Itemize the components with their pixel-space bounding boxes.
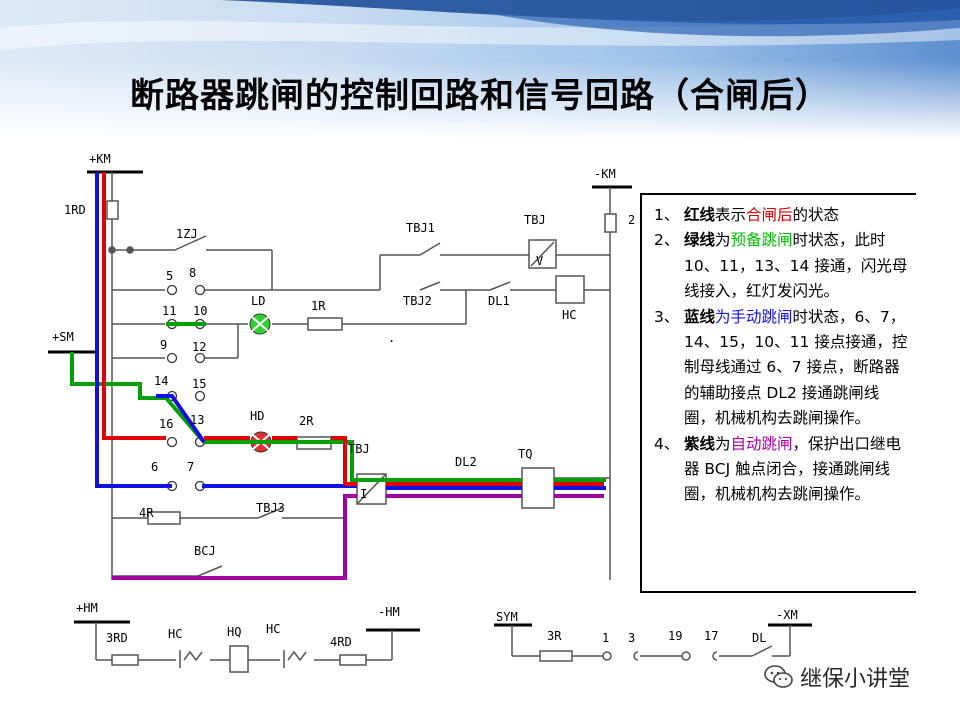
label-10: 10 <box>193 304 207 318</box>
label-2rd: 2 <box>628 213 635 227</box>
note-2-num: 2、 <box>654 231 680 250</box>
base-wiring <box>111 172 611 580</box>
label-5: 5 <box>166 269 173 283</box>
label-tbj: TBJ <box>524 213 546 227</box>
label-hc-a: HC <box>168 627 182 641</box>
note-4-text-a: 为 <box>715 434 731 453</box>
label-s17: 17 <box>704 629 718 643</box>
label-s1: 1 <box>602 631 609 645</box>
label-3rd: 3RD <box>106 631 128 645</box>
header-banner <box>0 0 960 140</box>
label-tbj3: TBJ3 <box>256 501 285 515</box>
note-4-num: 4、 <box>654 434 680 453</box>
note-2-text-b: 时状态，此时 10、11，13、14 接通，闪光母线接入，红灯发闪光。 <box>684 231 908 301</box>
busbars <box>48 170 812 632</box>
label-8: 8 <box>189 266 196 280</box>
note-2-text-a: 为 <box>715 231 731 250</box>
note-2-highlight: 预备跳闸 <box>730 231 793 250</box>
red-path <box>102 172 604 486</box>
label-1r: 1R <box>311 299 326 313</box>
label-4rd: 4RD <box>330 635 352 649</box>
label-hc-b: HC <box>266 622 280 636</box>
label-tbj2: TBJ2 <box>403 294 432 308</box>
note-1: 1、 红线表示合闸后的状态 <box>654 203 910 228</box>
watermark-text: 继保小讲堂 <box>800 667 911 692</box>
label-12: 12 <box>192 340 206 354</box>
close-circuit <box>95 622 393 673</box>
label-13: 13 <box>190 413 204 427</box>
label-15: 15 <box>192 377 206 391</box>
note-3-highlight: 为手动跳闸 <box>715 307 793 326</box>
label-dl: DL <box>752 631 766 645</box>
coil-hc <box>555 275 585 304</box>
green-path <box>70 322 606 482</box>
fuse-1rd <box>106 200 119 220</box>
watermark: 继保小讲堂 <box>764 662 910 692</box>
label-sym: SYM <box>496 610 518 624</box>
label-1zj: 1ZJ <box>176 227 198 241</box>
components <box>106 200 617 525</box>
label-7: 7 <box>187 460 194 474</box>
note-3-num: 3、 <box>654 307 680 326</box>
note-1-red-line: 红线 <box>684 206 716 224</box>
note-1-highlight: 合闸后 <box>746 206 793 224</box>
label-hm-minus: -HM <box>378 605 400 619</box>
label-hm-plus: +HM <box>76 601 98 615</box>
label-tbj-box: TBJ <box>348 442 370 456</box>
page-title: 断路器跳闸的控制回路和信号回路（合闸后） <box>130 76 830 116</box>
label-hc: HC <box>562 308 576 322</box>
label-hq: HQ <box>227 625 241 639</box>
label-1rd: 1RD <box>64 203 86 217</box>
label-6: 6 <box>151 460 158 474</box>
coil-tq <box>521 467 555 509</box>
label-tbj1: TBJ1 <box>406 221 435 235</box>
circuit-labels: +KM -KM +SM 1RD 2 1ZJ TBJ1 TBJ V TBJ2 DL… <box>52 152 798 649</box>
label-dl1: DL1 <box>488 294 510 308</box>
note-2: 2、 绿线为预备跳闸时状态，此时 10、11，13、14 接通，闪光母线接入，红… <box>654 228 910 304</box>
label-ld: LD <box>251 294 265 308</box>
note-4: 4、 紫线为自动跳闸，保护出口继电器 BCJ 触点闭合，接通跳闸线圈，机械机构去… <box>654 432 910 508</box>
label-4r: 4R <box>139 506 154 520</box>
label-dl2: DL2 <box>455 455 477 469</box>
lamp-ld <box>249 313 271 335</box>
legend-box: 1、 红线表示合闸后的状态 2、 绿线为预备跳闸时状态，此时 10、11，13、… <box>640 193 916 593</box>
label-dot: . <box>388 331 395 345</box>
note-4-text-b: ，保护出口继电器 BCJ 触点闭合，接通跳闸线圈，机械机构去跳闸操作。 <box>684 434 902 504</box>
label-v: V <box>536 254 543 268</box>
purple-path <box>112 494 604 580</box>
label-11: 11 <box>162 304 176 318</box>
note-1-text-a: 表示 <box>715 206 747 224</box>
note-3-blue-line: 蓝线 <box>684 307 716 326</box>
label-xm-minus: -XM <box>776 608 798 622</box>
note-1-text-b: 的状态 <box>792 206 840 224</box>
label-2r: 2R <box>299 414 314 428</box>
note-3: 3、 蓝线为手动跳闸时状态，6、7，14、15，10、11 接点接通，控制母线通… <box>654 305 910 432</box>
label-16: 16 <box>159 417 173 431</box>
note-4-purple-line: 紫线 <box>684 434 716 453</box>
note-3-text: 时状态，6、7，14、15，10、11 接点接通，控制母线通过 6、7 接点，断… <box>684 307 908 428</box>
label-km-minus: -KM <box>594 167 616 181</box>
wechat-icon <box>764 665 793 688</box>
signal-circuit <box>511 625 791 662</box>
label-s3: 3 <box>628 631 635 645</box>
fuse-2rd <box>604 213 617 233</box>
label-tq: TQ <box>518 447 532 461</box>
label-i: I <box>360 487 367 501</box>
label-9: 9 <box>160 338 167 352</box>
blue-path <box>95 172 606 490</box>
note-4-highlight: 自动跳闸 <box>730 434 793 453</box>
label-km-plus: +KM <box>89 152 111 166</box>
label-hd: HD <box>250 409 264 423</box>
label-14: 14 <box>154 374 168 388</box>
resistor-1r <box>307 317 343 331</box>
label-3r: 3R <box>547 629 562 643</box>
label-bcj: BCJ <box>194 544 216 558</box>
note-1-num: 1、 <box>654 206 680 224</box>
note-2-green-line: 绿线 <box>684 231 716 250</box>
label-sm-plus: +SM <box>52 330 74 344</box>
label-s19: 19 <box>668 629 682 643</box>
resistor-4r <box>147 511 181 525</box>
